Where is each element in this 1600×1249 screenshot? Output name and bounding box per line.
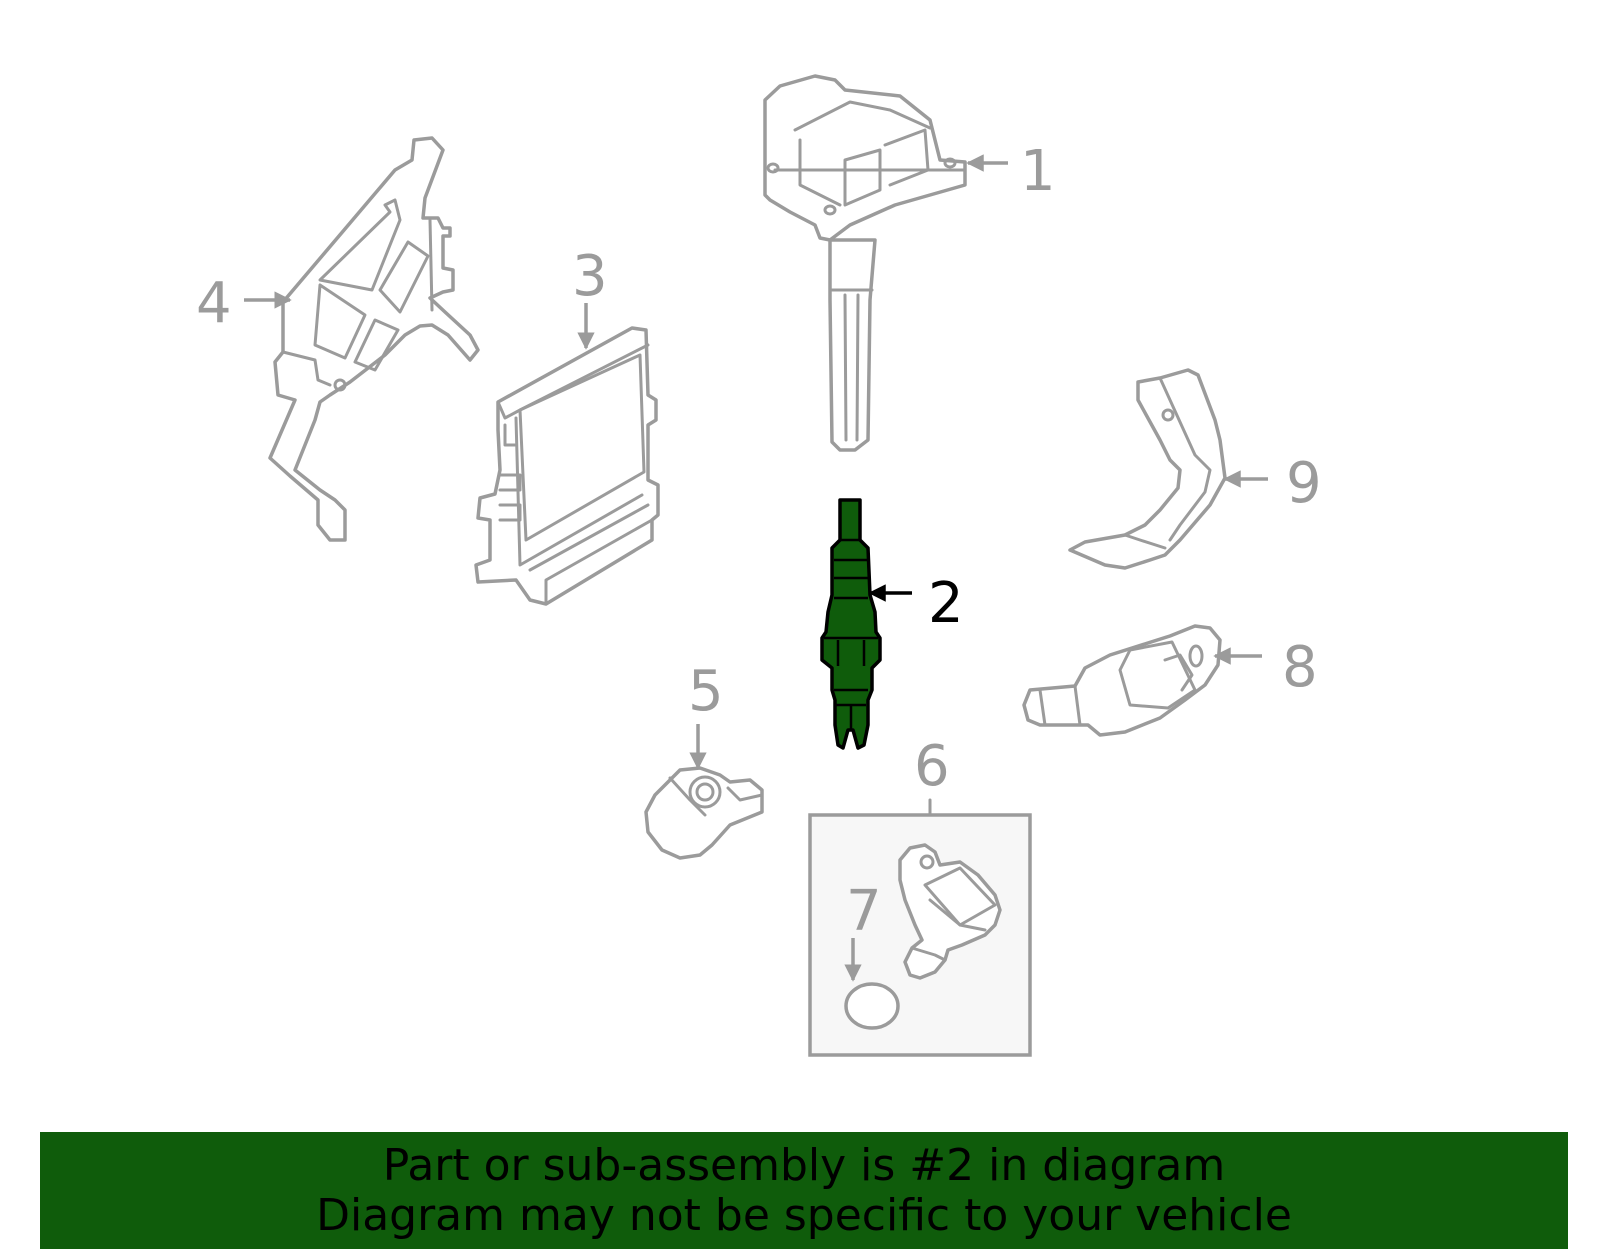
callout-9-label: 9 [1286,451,1322,516]
part-5-knock-sensor[interactable] [644,766,764,860]
callout-1: 1 [966,139,1056,204]
callout-4-label: 4 [196,271,232,336]
callout-1-label: 1 [1020,139,1056,204]
part-4-bracket[interactable] [268,136,480,542]
callout-8-label: 8 [1282,635,1318,700]
callout-5-label: 5 [688,659,724,724]
part-7-o-ring[interactable] [844,982,900,1030]
banner-line-1: Part or sub-assembly is #2 in diagram [382,1139,1226,1191]
parts-diagram: 1 2 3 [196,74,1322,1057]
callout-5: 5 [688,659,724,770]
part-3-engine-control-module[interactable] [474,326,660,606]
banner-line-2: Diagram may not be specific to your vehi… [316,1189,1292,1241]
callout-4: 4 [196,271,292,336]
part-2-spark-plug[interactable] [820,498,882,750]
callout-9: 9 [1223,451,1322,516]
callout-6: 6 [914,734,950,799]
callout-2: 2 [868,571,964,636]
callout-2-label: 2 [928,571,964,636]
callout-3-label: 3 [572,244,608,309]
callout-7-label: 7 [846,879,882,944]
callout-6-label: 6 [914,734,950,799]
callout-3: 3 [572,244,608,350]
callout-8: 8 [1213,635,1318,700]
info-banner: Part or sub-assembly is #2 in diagram Di… [40,1132,1568,1249]
part-6-camshaft-sensor[interactable] [898,843,1002,980]
callout-7: 7 [844,879,882,982]
part-8-crankshaft-sensor[interactable] [1022,624,1222,737]
part-1-ignition-coil[interactable] [763,74,967,452]
part-9-bracket[interactable] [1068,368,1227,570]
